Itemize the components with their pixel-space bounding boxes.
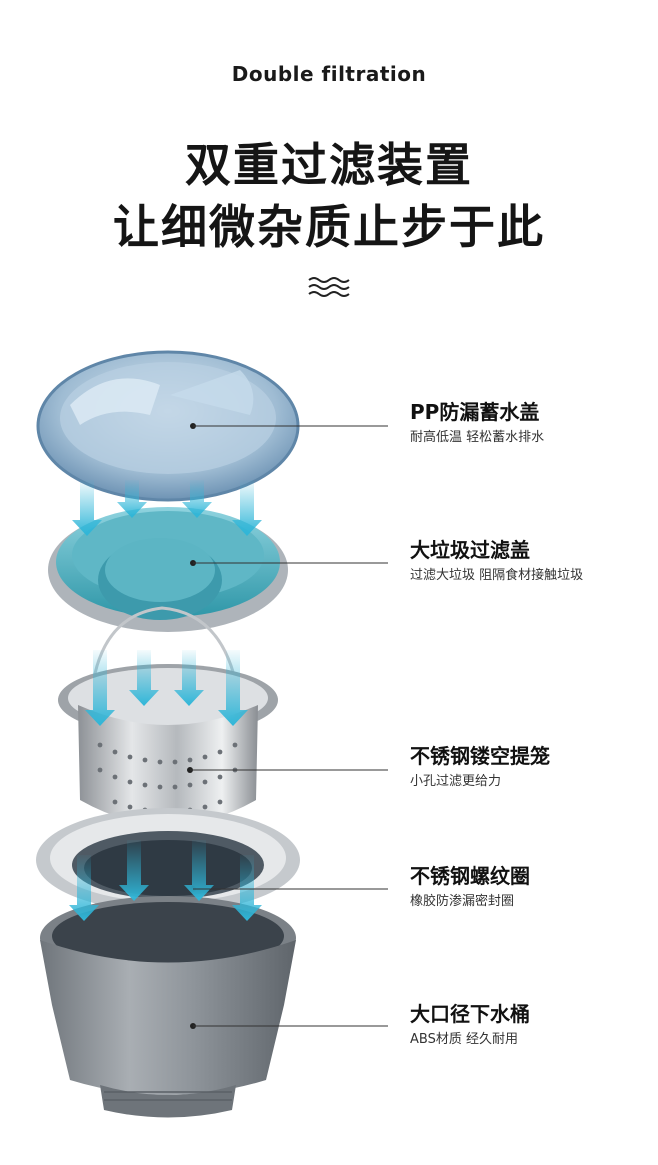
headline-line-1: 双重过滤装置 bbox=[185, 138, 473, 192]
callout-subtitle: 过滤大垃圾 阻隔食材接触垃圾 bbox=[410, 568, 584, 583]
pp-lid bbox=[36, 350, 300, 502]
callout-title: 大垃圾过滤盖 bbox=[410, 538, 530, 562]
callout-subtitle: ABS材质 经久耐用 bbox=[410, 1032, 518, 1047]
callout-filter-lid: 大垃圾过滤盖 过滤大垃圾 阻隔食材接触垃圾 bbox=[410, 538, 650, 584]
callout-subtitle: 橡胶防渗漏密封圈 bbox=[410, 894, 515, 909]
callout-subtitle: 耐高低温 轻松蓄水排水 bbox=[410, 430, 545, 445]
callout-pp-lid: PP防漏蓄水盖 耐高低温 轻松蓄水排水 bbox=[410, 400, 650, 446]
eyebrow-text: Double filtration bbox=[231, 62, 427, 86]
steel-basket bbox=[58, 664, 278, 825]
callout-drain-bucket: 大口径下水桶 ABS材质 经久耐用 bbox=[410, 1002, 650, 1048]
callout-title: 不锈钢螺纹圈 bbox=[410, 864, 530, 888]
filter-lid bbox=[48, 507, 288, 632]
callout-thread-ring: 不锈钢螺纹圈 橡胶防渗漏密封圈 bbox=[410, 864, 650, 910]
wave-icon bbox=[308, 277, 350, 297]
headline-line-2: 让细微杂质止步于此 bbox=[113, 200, 545, 254]
flow-arrows bbox=[69, 480, 262, 921]
drain-bucket bbox=[40, 896, 296, 1118]
callout-title: 不锈钢镂空提笼 bbox=[410, 744, 550, 768]
callout-title: 大口径下水桶 bbox=[410, 1002, 530, 1026]
callout-title: PP防漏蓄水盖 bbox=[410, 400, 540, 424]
callout-steel-basket: 不锈钢镂空提笼 小孔过滤更给力 bbox=[410, 744, 650, 790]
callout-subtitle: 小孔过滤更给力 bbox=[410, 774, 502, 789]
thread-ring bbox=[36, 808, 300, 912]
